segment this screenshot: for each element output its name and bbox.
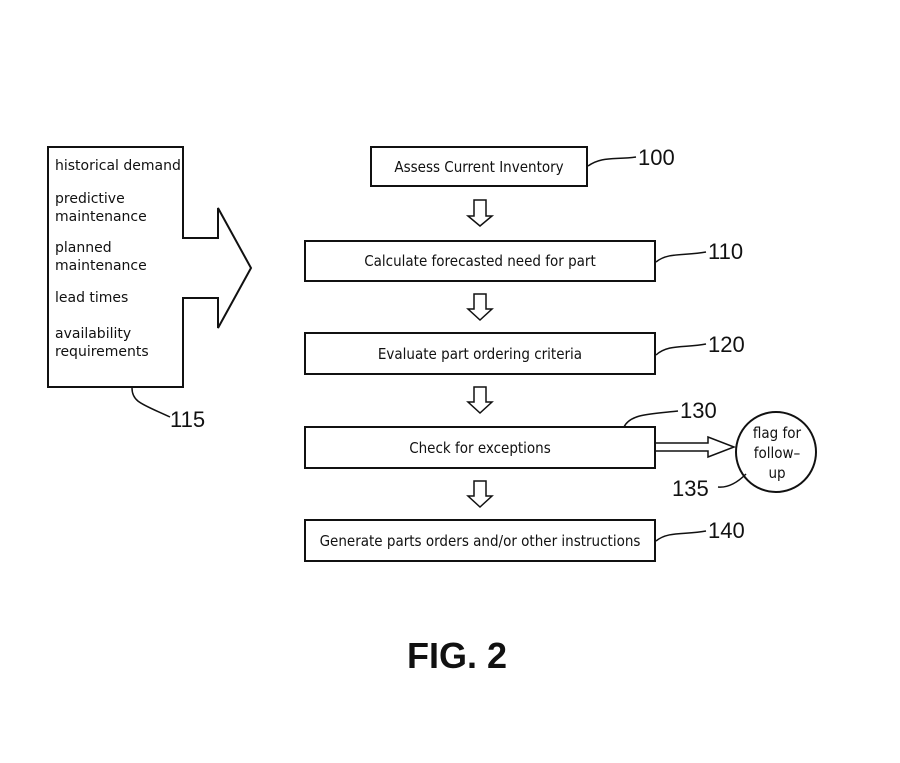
input-item-planned-maintenance-1: planned — [55, 240, 112, 256]
step-label: Calculate forecasted need for part — [364, 252, 596, 270]
input-item-availability-requirements-1: availability — [55, 326, 131, 342]
ref-numeral-110: 110 — [708, 239, 743, 264]
step-label: Check for exceptions — [409, 439, 551, 457]
leader-line-130 — [623, 410, 679, 428]
right-arrow-icon — [656, 435, 737, 459]
step-140: Generate parts orders and/or other instr… — [304, 518, 745, 562]
down-arrow-icon — [466, 386, 494, 415]
figure-title: FIG. 2 — [407, 635, 507, 676]
step-110: Calculate forecasted need for part 110 — [304, 239, 743, 282]
input-item-predictive-maintenance-1: predictive — [55, 191, 125, 207]
input-arrow-shape — [47, 146, 253, 388]
ref-numeral-135: 135 — [672, 476, 709, 501]
flag-line-2: follow– — [754, 444, 801, 462]
leader-line-135 — [717, 473, 747, 488]
leader-line-140 — [655, 530, 707, 542]
input-item-historical-demand: historical demand — [55, 158, 181, 174]
flag-circle — [735, 411, 817, 493]
ref-numeral-100: 100 — [638, 145, 675, 170]
flag-line-3: up — [768, 464, 785, 482]
down-arrow-icon — [466, 293, 494, 322]
down-arrow-icon — [466, 480, 494, 509]
ref-numeral-115: 115 — [170, 407, 205, 432]
input-item-planned-maintenance-2: maintenance — [55, 258, 147, 274]
leader-line-120 — [655, 343, 707, 356]
step-box-generate-orders — [304, 519, 656, 562]
step-label: Assess Current Inventory — [394, 158, 563, 176]
step-box-calculate-forecast — [304, 240, 656, 282]
step-label: Evaluate part ordering criteria — [378, 345, 582, 363]
input-item-availability-requirements-2: requirements — [55, 344, 149, 360]
leader-line-110 — [655, 251, 707, 263]
down-arrow-icon — [465, 199, 495, 227]
step-box-evaluate-criteria — [304, 332, 656, 375]
step-120: Evaluate part ordering criteria 120 — [304, 332, 745, 375]
step-130: Check for exceptions 130 — [304, 398, 717, 469]
flag-for-follow-up: flag for follow– up 135 — [672, 411, 817, 501]
step-100: Assess Current Inventory 100 — [370, 145, 675, 187]
input-item-lead-times: lead times — [55, 290, 128, 306]
ref-numeral-120: 120 — [708, 332, 745, 357]
step-box-assess-inventory — [370, 146, 588, 187]
leader-line-100 — [587, 156, 637, 167]
ref-numeral-130: 130 — [680, 398, 717, 423]
ref-numeral-140: 140 — [708, 518, 745, 543]
step-label: Generate parts orders and/or other instr… — [320, 532, 641, 550]
flag-line-1: flag for — [753, 424, 802, 442]
input-item-predictive-maintenance-2: maintenance — [55, 209, 147, 225]
step-box-check-exceptions — [304, 426, 656, 469]
input-factors-block: historical demand predictive maintenance… — [47, 146, 253, 432]
leader-line-115 — [131, 387, 171, 418]
